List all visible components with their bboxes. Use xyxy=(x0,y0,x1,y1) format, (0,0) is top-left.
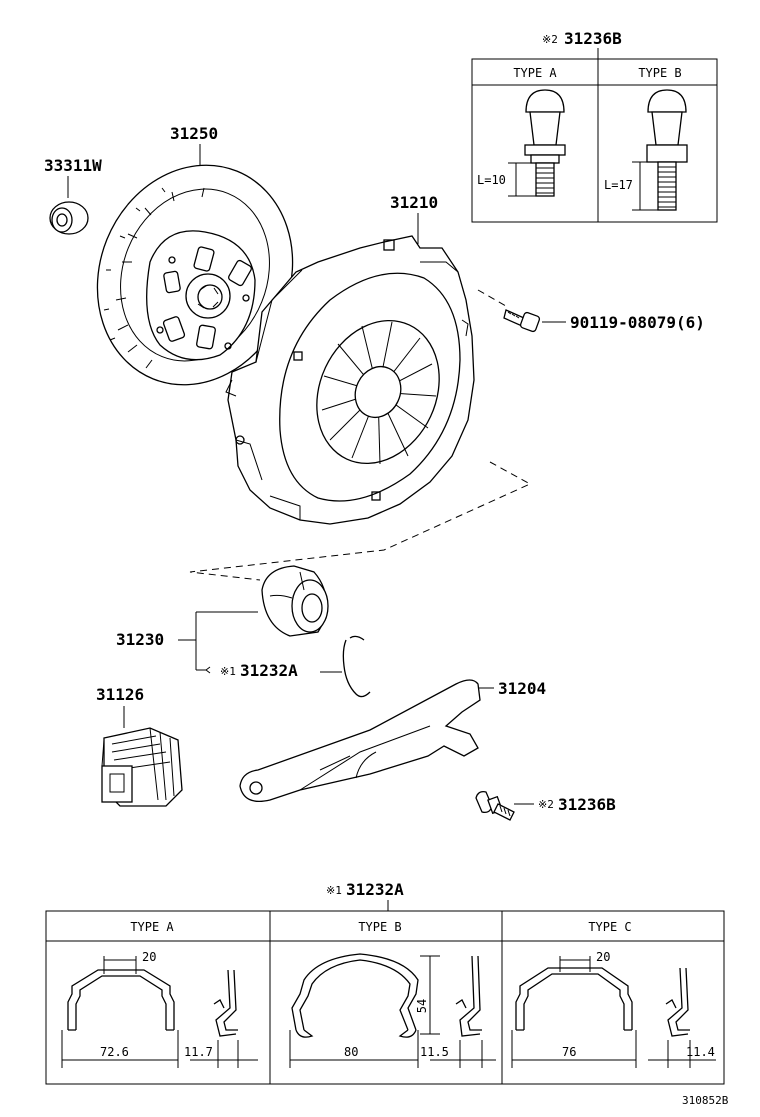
inset-ref-mark: ※2 xyxy=(542,33,558,46)
clip-type-a-icon xyxy=(67,969,238,1037)
table-type-a: TYPE A xyxy=(130,920,174,934)
table-c-depth: 11.4 xyxy=(686,1045,715,1059)
label-31232a: 31232A xyxy=(240,661,298,680)
table-ref-mark: ※1 xyxy=(326,884,342,897)
stud-type-b-icon xyxy=(646,89,688,211)
table-type-b: TYPE B xyxy=(358,920,401,934)
inset-len-b: L=17 xyxy=(604,178,633,192)
stud-type-a-icon xyxy=(524,89,566,197)
inset-type-b: TYPE B xyxy=(638,66,681,80)
table-b-width: 80 xyxy=(344,1045,358,1059)
assembly-line-lower xyxy=(189,461,532,581)
label-31210: 31210 xyxy=(390,193,438,212)
table-a-top: 20 xyxy=(142,950,156,964)
stud-icon xyxy=(475,790,515,821)
label-33311w: 33311W xyxy=(44,156,102,175)
boot-icon xyxy=(101,727,183,807)
clip-type-b-icon xyxy=(291,953,482,1038)
bolt-assembly-line xyxy=(477,289,507,307)
bolt-icon xyxy=(503,309,541,333)
release-fork-icon xyxy=(239,679,481,803)
ref-mark-31236b: ※2 xyxy=(538,798,554,811)
table-c-top: 20 xyxy=(596,950,610,964)
table-title: 31232A xyxy=(346,880,404,899)
table-c-width: 76 xyxy=(562,1045,576,1059)
figure-code: 310852B xyxy=(682,1094,729,1107)
inset-len-a: L=10 xyxy=(477,173,506,187)
pilot-bearing-icon xyxy=(49,201,89,235)
ref-mark-31232a: ※1 xyxy=(220,665,236,678)
pressure-plate-icon xyxy=(225,235,475,525)
table-type-c: TYPE C xyxy=(588,920,631,934)
clip-type-c-icon xyxy=(515,967,690,1037)
inset-box xyxy=(471,58,718,223)
table-31232a: ※1 31232A TYPE A TYPE B TYPE C 20 72.6 1… xyxy=(45,880,725,1085)
release-bearing-icon xyxy=(261,565,329,637)
inset-title: 31236B xyxy=(564,29,622,48)
label-31204: 31204 xyxy=(498,679,546,698)
table-a-width: 72.6 xyxy=(100,1045,129,1059)
label-31250: 31250 xyxy=(170,124,218,143)
inset-31236b: ※2 31236B TYPE A TYPE B L=10 xyxy=(471,29,718,223)
label-31230: 31230 xyxy=(116,630,164,649)
table-a-depth: 11.7 xyxy=(184,1045,213,1059)
table-b-height: 54 xyxy=(415,999,429,1013)
hub-clip-icon xyxy=(342,635,371,698)
table-b-depth: 11.5 xyxy=(420,1045,449,1059)
label-31236b: 31236B xyxy=(558,795,616,814)
label-31126: 31126 xyxy=(96,685,144,704)
label-90119: 90119-08079(6) xyxy=(570,313,705,332)
clutch-disc-icon xyxy=(96,164,294,386)
inset-type-a: TYPE A xyxy=(513,66,557,80)
table-box xyxy=(45,910,725,1085)
